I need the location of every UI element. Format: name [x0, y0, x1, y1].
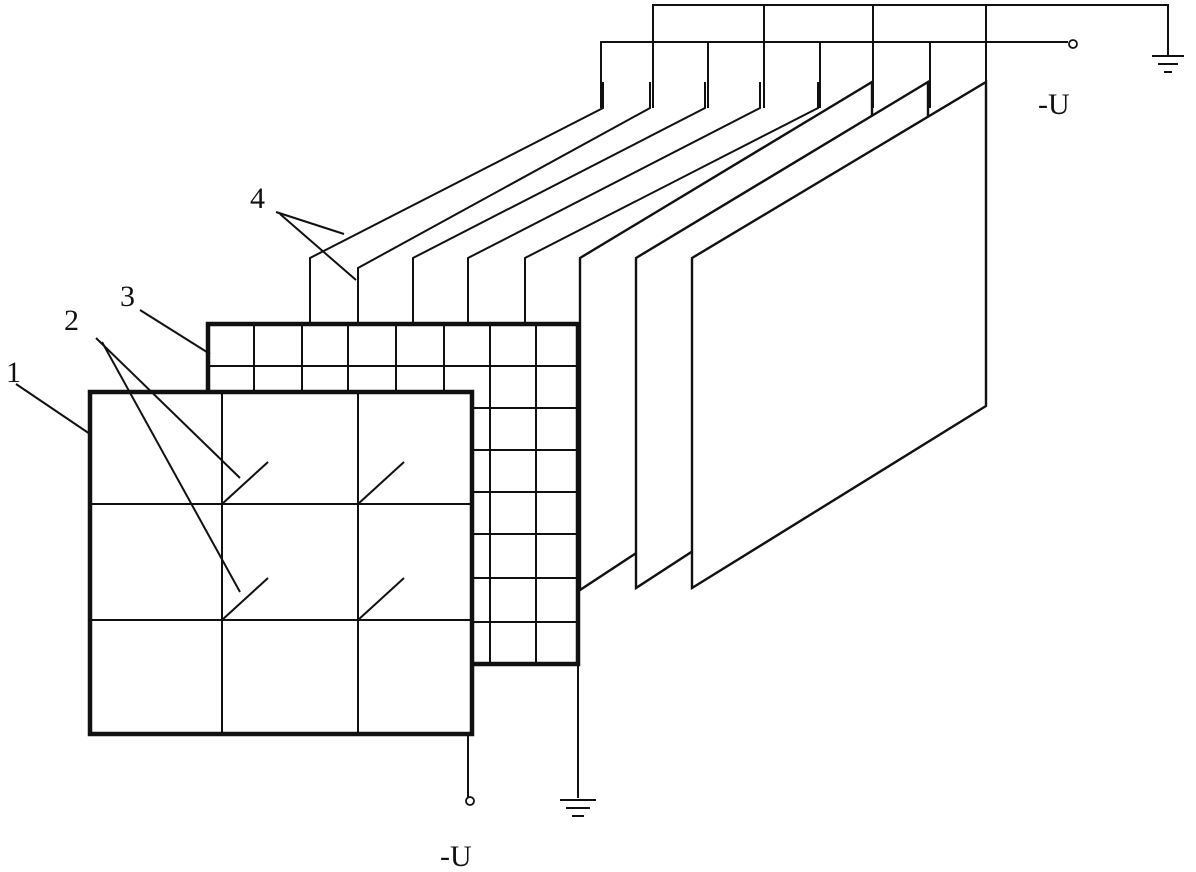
ground-symbol-bottom	[560, 800, 596, 816]
ground-symbol-top	[1152, 42, 1184, 72]
front-panel	[90, 392, 472, 734]
terminal-bottom	[466, 797, 474, 805]
electrode-lead-1	[310, 82, 603, 322]
voltage-label-right: -U	[1038, 88, 1070, 121]
top-bus-wiring	[601, 5, 1168, 108]
voltage-label-bottom: -U	[440, 840, 472, 872]
label-2: 2	[64, 304, 79, 337]
label-4: 4	[250, 182, 265, 215]
label-1: 1	[6, 356, 21, 389]
label-3: 3	[120, 280, 135, 313]
terminal-top-right	[1069, 40, 1077, 48]
bottom-wiring	[466, 664, 596, 816]
